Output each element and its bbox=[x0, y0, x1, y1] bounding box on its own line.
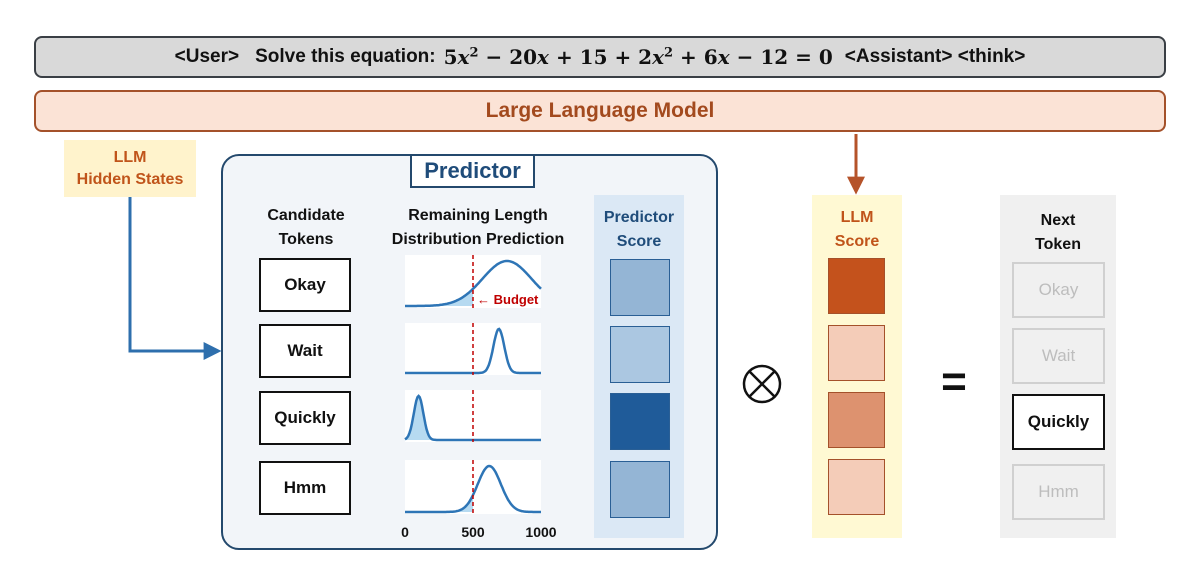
distribution-header: Remaining Length Distribution Prediction bbox=[391, 207, 565, 248]
llm-score-cell bbox=[828, 459, 885, 515]
llm-bar: Large Language Model bbox=[34, 90, 1166, 132]
next-token-option: Quickly bbox=[1012, 394, 1105, 450]
otimes-operator bbox=[742, 364, 782, 404]
predictor-score-cell bbox=[610, 393, 670, 450]
llm-score-cell bbox=[828, 392, 885, 448]
axis-tick-label: 0 bbox=[401, 524, 409, 540]
predictor-score-header: Predictor Score bbox=[603, 209, 675, 250]
predictor-score-cell bbox=[610, 259, 670, 316]
next-token-header: Next Token bbox=[1035, 212, 1081, 253]
next-token-option: Okay bbox=[1012, 262, 1105, 318]
axis-tick-label: 500 bbox=[461, 524, 485, 540]
candidate-tokens-header: Candidate Tokens bbox=[267, 207, 345, 248]
llm-bar-label: Large Language Model bbox=[485, 99, 715, 122]
next-token-option: Hmm bbox=[1012, 464, 1105, 520]
axis-tick-label: 1000 bbox=[525, 524, 557, 540]
predictor-score-cell bbox=[610, 326, 670, 383]
equation: 5x2 − 20x + 15 + 2x2 + 6x − 12 = 0 bbox=[443, 45, 833, 69]
candidate-token: Okay bbox=[259, 258, 351, 312]
predictor-title: Predictor bbox=[410, 154, 535, 188]
assistant-tag: <Assistant> <think> bbox=[844, 46, 1026, 67]
llm-score-cell bbox=[828, 325, 885, 381]
prompt-instruction: Solve this equation: bbox=[255, 46, 436, 67]
candidate-token: Wait bbox=[259, 324, 351, 378]
prompt-bar: <User> Solve this equation: 5x2 − 20x + … bbox=[34, 36, 1166, 78]
user-tag: <User> bbox=[174, 46, 240, 67]
predictor-score-cell bbox=[610, 461, 670, 518]
llm-score-cell bbox=[828, 258, 885, 314]
candidate-token: Quickly bbox=[259, 391, 351, 445]
equals-operator: = bbox=[941, 357, 967, 406]
candidate-token: Hmm bbox=[259, 461, 351, 515]
hidden-states-arrow bbox=[128, 197, 222, 360]
next-token-option: Wait bbox=[1012, 328, 1105, 384]
llm-score-header: LLM Score bbox=[834, 209, 880, 250]
hidden-states-label: LLM Hidden States bbox=[64, 140, 196, 197]
